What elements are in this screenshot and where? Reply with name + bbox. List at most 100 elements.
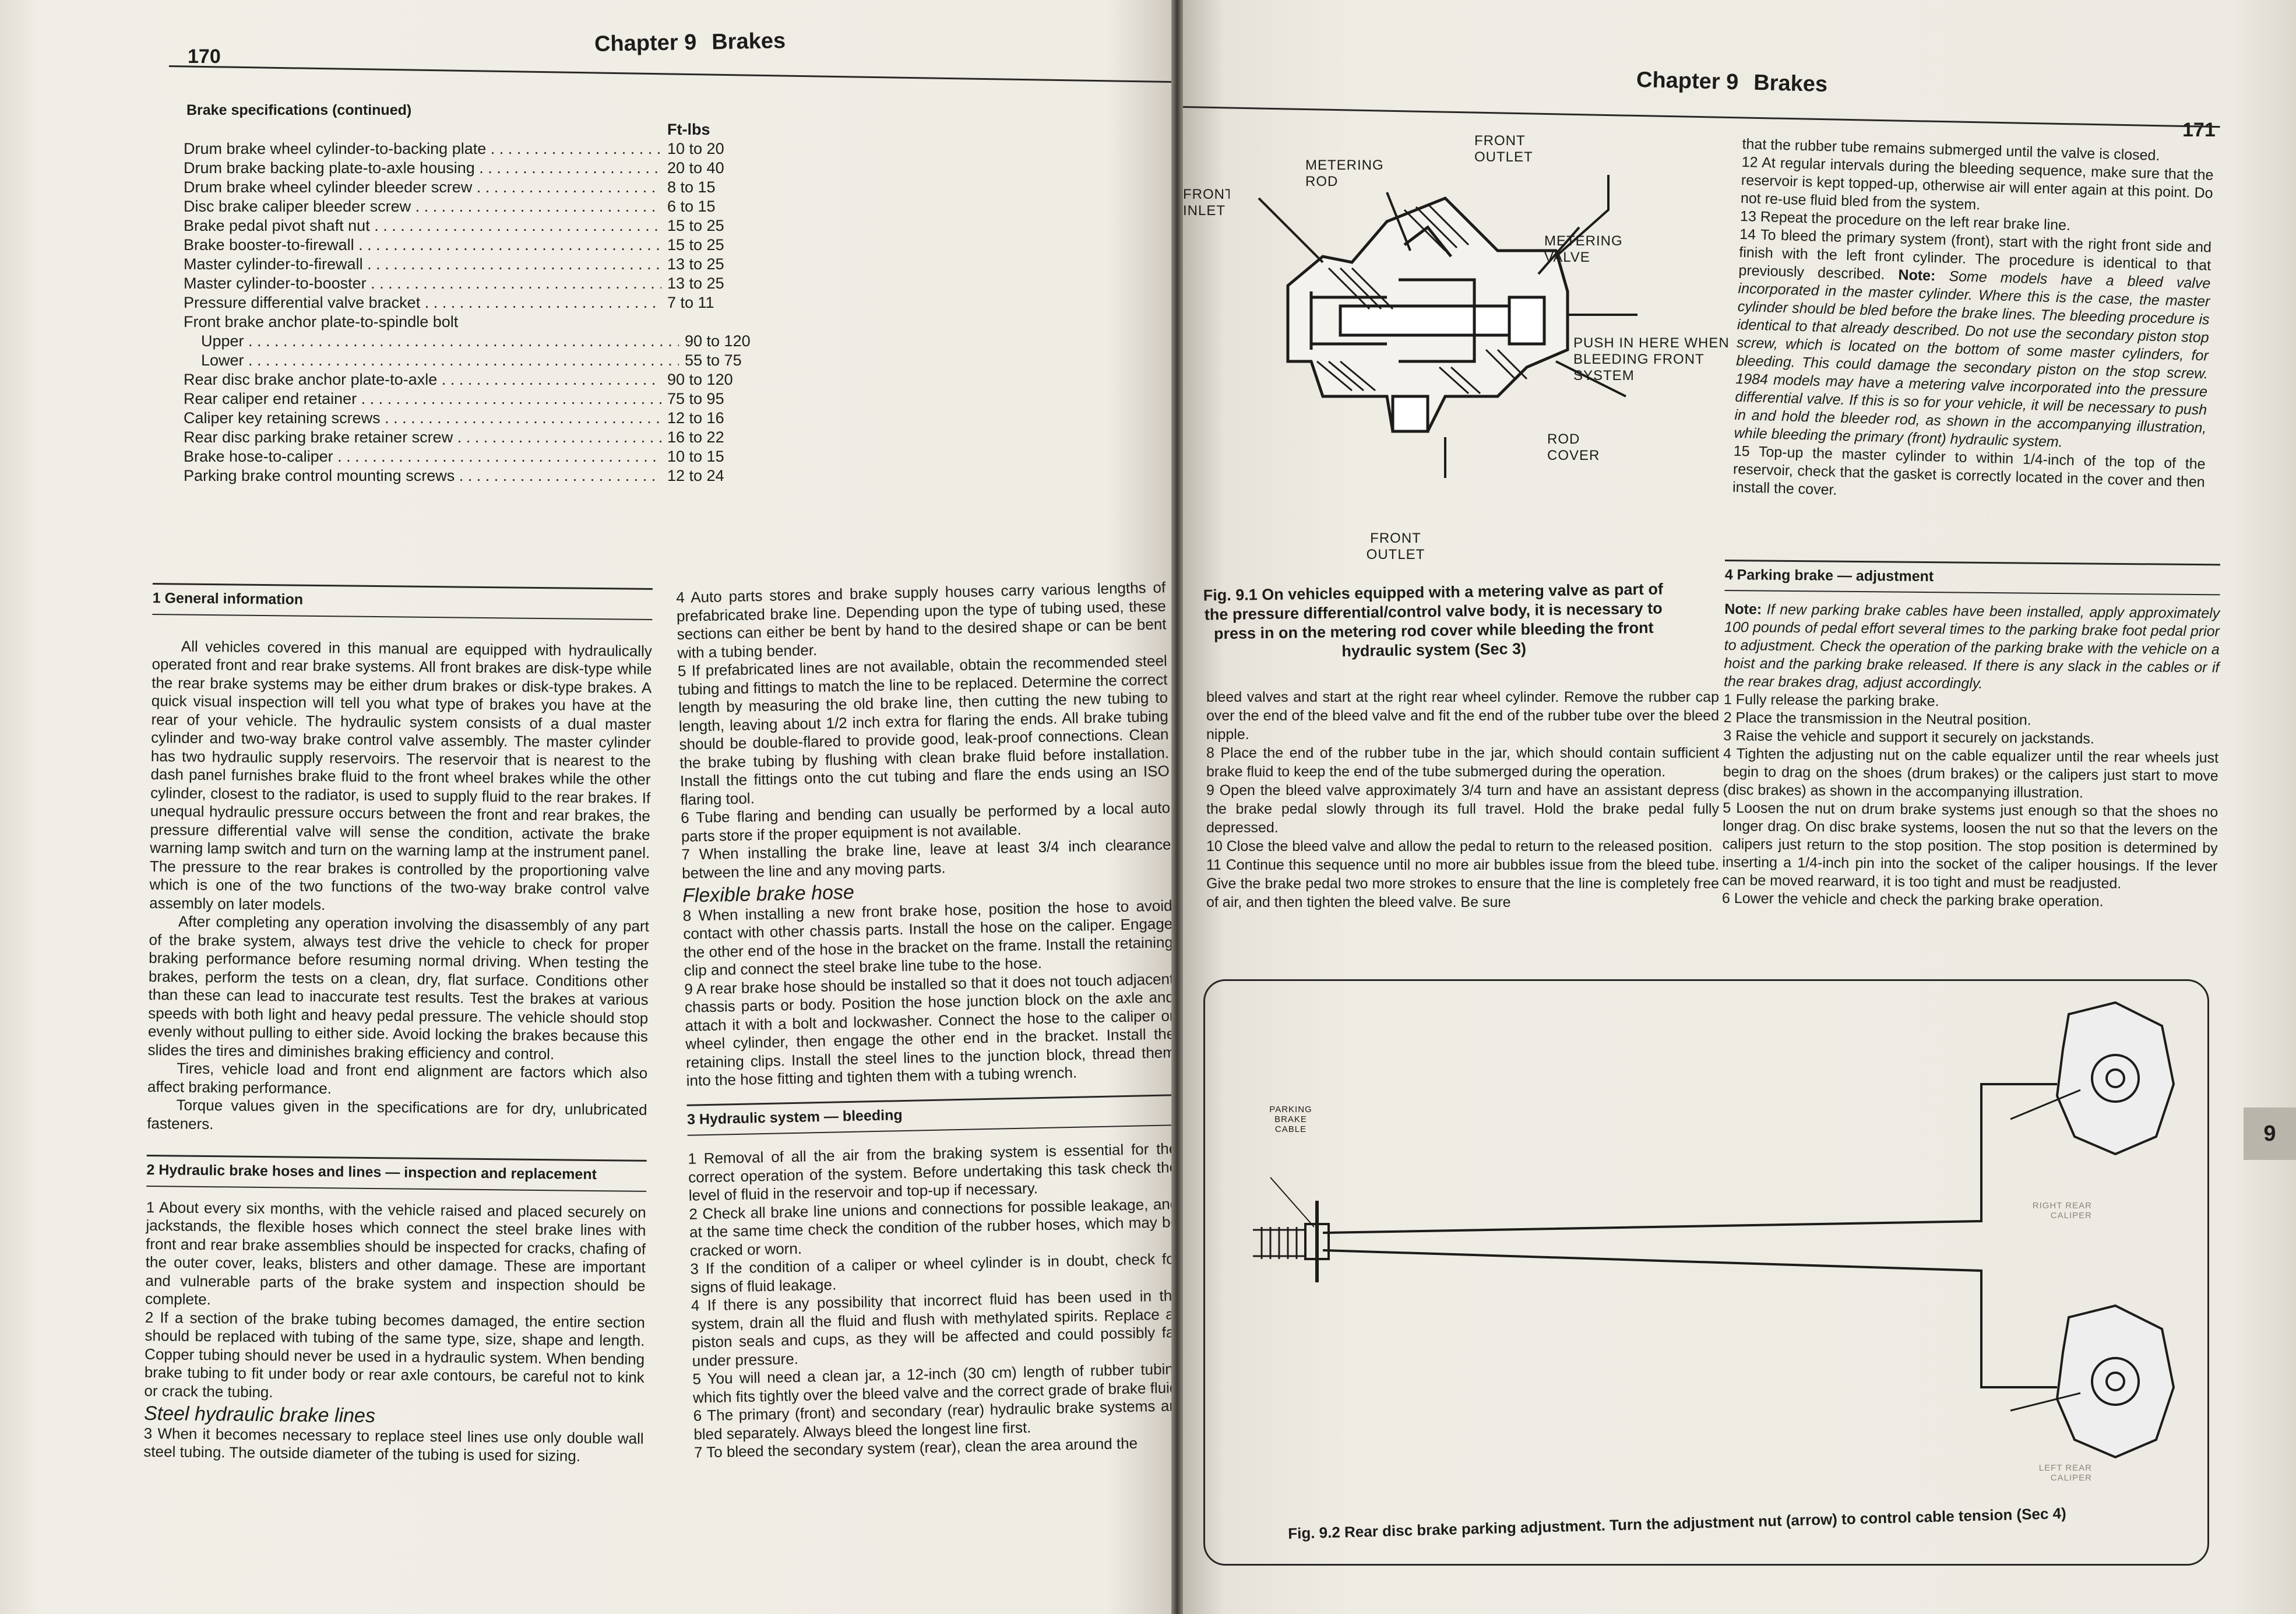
spec-label: Upper xyxy=(184,332,679,351)
spec-value: 90 to 120 xyxy=(685,332,751,350)
chapter-title: Brakes xyxy=(711,29,786,55)
spec-label: Brake hose-to-caliper xyxy=(184,447,661,466)
label-metering-valve: METERING VALVE xyxy=(1544,233,1623,265)
spec-value xyxy=(661,312,667,332)
spec-label: Parking brake control mounting screws xyxy=(184,466,661,486)
sec3-paragraph: 1 Removal of all the air from the brakin… xyxy=(688,1140,1171,1204)
sec2-paragraph: 1 About every six months, with the vehic… xyxy=(145,1198,646,1309)
bleed-paragraph: 8 Place the end of the rubber tube in th… xyxy=(1206,745,1719,780)
spec-label: Drum brake backing plate-to-axle housing xyxy=(184,159,661,178)
label-metering-rod: METERING ROD xyxy=(1305,157,1384,189)
spec-row: Pressure differential valve bracket 7 to … xyxy=(184,293,751,312)
spec-value: 8 to 15 xyxy=(667,178,716,196)
spec-row: Front brake anchor plate-to-spindle bolt xyxy=(184,312,751,332)
spec-value: 7 to 11 xyxy=(667,294,714,311)
note-label: Note: xyxy=(1898,266,1936,284)
fig-caption-text: On vehicles equipped with a metering val… xyxy=(1204,580,1664,660)
sec2-paragraph: 2 If a section of the brake tubing becom… xyxy=(144,1308,645,1401)
spec-row: Brake hose-to-caliper 10 to 15 xyxy=(184,447,751,466)
bleed-paragraph: 14 To bleed the primary system (front), … xyxy=(1734,226,2212,455)
spec-label: Lower xyxy=(184,351,679,370)
sec1-paragraph: After completing any operation involving… xyxy=(147,912,650,1063)
spec-value: 13 to 25 xyxy=(667,275,724,292)
note-text: If new parking brake cables have been in… xyxy=(1724,601,2220,692)
chapter-header-left: Chapter 9 Brakes xyxy=(594,29,786,57)
bleed-paragraph: 10 Close the bleed valve and allow the p… xyxy=(1206,838,1713,855)
spec-label: Master cylinder-to-firewall xyxy=(184,255,661,274)
spec-row: Master cylinder-to-firewall 13 to 25 xyxy=(184,255,751,274)
units-header: Ft-lbs xyxy=(667,121,710,138)
spec-row: Drum brake backing plate-to-axle housing… xyxy=(184,159,751,178)
spec-row: Drum brake wheel cylinder-to-backing pla… xyxy=(184,139,751,159)
spec-rows: Drum brake wheel cylinder-to-backing pla… xyxy=(184,139,751,486)
spec-row: Parking brake control mounting screws 12 … xyxy=(184,466,751,486)
sec1-paragraph: Torque values given in the specification… xyxy=(147,1096,647,1133)
sec2-paragraph: 5 If prefabricated lines are not availab… xyxy=(677,652,1170,808)
figure-9-2-frame xyxy=(1203,979,2209,1566)
spec-title: Brake specifications (continued) xyxy=(186,102,412,118)
sec2-paragraph: 8 When installing a new front brake hose… xyxy=(682,896,1171,979)
spec-label: Brake booster-to-firewall xyxy=(184,235,661,255)
chapter-title: Brakes xyxy=(1753,70,1828,97)
book-gutter xyxy=(1171,0,1183,1614)
note-label: Note: xyxy=(1724,600,1762,618)
bleed-paragraph: bleed valves and start at the right rear… xyxy=(1206,689,1719,743)
spec-label: Rear caliper end retainer xyxy=(184,389,661,409)
fig-number: Fig. 9.2 xyxy=(1287,1523,1341,1542)
spec-label: Pressure differential valve bracket xyxy=(184,293,661,312)
spec-value: 15 to 25 xyxy=(667,217,724,234)
spec-label: Drum brake wheel cylinder bleeder screw xyxy=(184,178,661,197)
sec3-paragraph: 2 Check all brake line unions and connec… xyxy=(689,1194,1171,1260)
spec-row: Lower55 to 75 xyxy=(184,351,751,370)
header-rule-right xyxy=(1183,106,2220,128)
label-rod-cover: ROD COVER xyxy=(1547,431,1600,463)
label-front-outlet-bottom: FRONT OUTLET xyxy=(1366,530,1425,562)
right-column-2: that the rubber tube remains submerged u… xyxy=(1732,135,2214,509)
spec-value: 12 to 24 xyxy=(667,467,724,484)
spec-row: Caliper key retaining screws 12 to 16 xyxy=(184,409,751,428)
spec-header-row: Torque specifications Ft-lbs xyxy=(184,120,751,139)
parking-step: 5 Loosen the nut on drum brake systems j… xyxy=(1722,799,2218,892)
spec-value: 20 to 40 xyxy=(667,159,724,177)
bleed-paragraph: 11 Continue this sequence until no more … xyxy=(1206,857,1719,910)
spec-label: Brake pedal pivot shaft nut xyxy=(184,216,661,235)
label-push-in: PUSH IN HERE WHEN BLEEDING FRONT SYSTEM xyxy=(1573,335,1730,384)
spec-row: Rear disc parking brake retainer screw16… xyxy=(184,428,751,447)
right-column-1: bleed valves and start at the right rear… xyxy=(1206,688,1719,912)
chapter-thumb-tab: 9 xyxy=(2244,1107,2296,1160)
left-column-1: 1 General information All vehicles cover… xyxy=(143,583,653,1466)
page-number-right: 171 xyxy=(2182,119,2216,141)
label-front-outlet-top: FRONT OUTLET xyxy=(1474,133,1533,165)
spec-table: Torque specifications Ft-lbs Drum brake … xyxy=(184,120,751,486)
right-column-3: 4 Parking brake — adjustment Note: If ne… xyxy=(1722,560,2220,912)
parking-note: Note: If new parking brake cables have b… xyxy=(1724,600,2220,695)
parking-step: 6 Lower the vehicle and check the parkin… xyxy=(1721,889,2104,910)
spec-value: 13 to 25 xyxy=(667,255,724,273)
spec-value: 10 to 15 xyxy=(667,448,724,465)
spec-value: 6 to 15 xyxy=(667,198,716,215)
spec-row: Drum brake wheel cylinder bleeder screw 8… xyxy=(184,178,751,197)
spec-row: Rear disc brake anchor plate-to-axle90 t… xyxy=(184,370,751,389)
label-parking-brake-cable: PARKING BRAKE CABLE xyxy=(1269,1105,1312,1134)
sec1-paragraph: All vehicles covered in this manual are … xyxy=(149,637,652,913)
spec-row: Rear caliper end retainer75 to 95 xyxy=(184,389,751,409)
parking-brake-diagram xyxy=(1253,1001,2175,1459)
spec-label: Caliper key retaining screws xyxy=(184,409,661,428)
spec-label: Rear disc brake anchor plate-to-axle xyxy=(184,370,661,389)
chapter-label: Chapter 9 xyxy=(594,30,697,57)
section-4-heading: 4 Parking brake — adjustment xyxy=(1724,560,2220,596)
section-1-heading: 1 General information xyxy=(152,583,653,620)
bleed-paragraph: 9 Open the bleed valve approximately 3/4… xyxy=(1206,782,1719,836)
spec-row: Disc brake caliper bleeder screw6 to 15 xyxy=(184,197,751,216)
chapter-label: Chapter 9 xyxy=(1636,67,1739,95)
sec2-paragraph: 4 Auto parts stores and brake supply hou… xyxy=(676,578,1167,662)
spec-row: Master cylinder-to-booster13 to 25 xyxy=(184,274,751,293)
metering-valve-diagram xyxy=(1258,175,1638,478)
sec2-paragraph: 9 A rear brake hose should be installed … xyxy=(684,969,1171,1089)
spec-value: 16 to 22 xyxy=(667,428,724,446)
spec-value: 12 to 16 xyxy=(667,409,724,427)
spec-label: Drum brake wheel cylinder-to-backing pla… xyxy=(184,139,661,159)
sec1-paragraph: Tires, vehicle load and front end alignm… xyxy=(147,1059,648,1097)
spec-value: 10 to 20 xyxy=(667,140,724,157)
spec-value: 15 to 25 xyxy=(667,236,724,254)
